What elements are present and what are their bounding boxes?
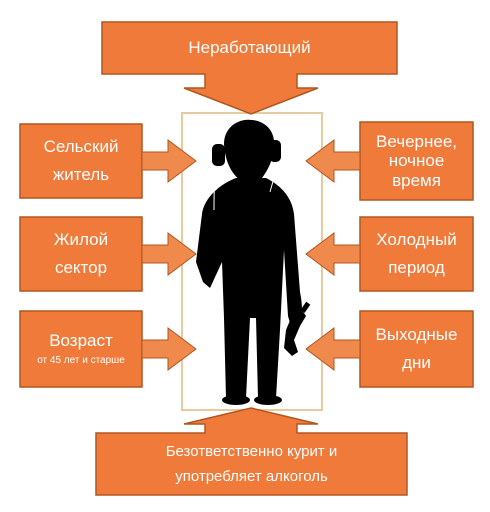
right-label-2-line-1: Холодный xyxy=(376,230,457,250)
right-label-1-line-3: время xyxy=(392,170,441,190)
person-silhouette xyxy=(196,119,311,405)
right-arrow-2 xyxy=(305,232,361,276)
left-label-2-line-1: Жилой xyxy=(53,230,109,250)
bottom-label: Безответственно курит и употребляет алко… xyxy=(96,433,407,495)
right-label-3-line-2: дни xyxy=(402,353,431,372)
bottom-label-line-2: употребляет алкоголь xyxy=(175,468,328,485)
left-arrow-1 xyxy=(141,139,197,183)
left-label-3-line-1: Возраст xyxy=(49,331,113,351)
left-arrow-2 xyxy=(141,232,197,276)
left-box-1 xyxy=(19,123,143,199)
right-box-2 xyxy=(359,216,474,292)
left-label-3: Возраст от 45 лет и старше xyxy=(20,311,142,387)
top-label-text: Неработающий xyxy=(188,38,311,58)
bottom-label-line-1: Безответственно курит и xyxy=(165,442,338,460)
left-label-1-line-1: Сельский xyxy=(43,137,119,157)
headphone-wire-right xyxy=(269,161,277,193)
right-label-3-line-1: Выходные xyxy=(375,325,458,345)
right-label-2: Холодный период xyxy=(360,217,473,291)
left-box-2 xyxy=(19,216,143,292)
left-arrow-3 xyxy=(141,327,197,371)
left-label-1-line-2: житель xyxy=(52,165,110,184)
right-label-1-line-1: Вечернее, xyxy=(375,131,457,151)
left-label-1: Сельский житель xyxy=(20,124,142,198)
top-label: Неработающий xyxy=(102,22,397,74)
right-label-2-line-2: период xyxy=(388,258,445,277)
top-callout-box xyxy=(101,21,398,115)
right-label-1: Вечернее, ночное время xyxy=(360,122,473,200)
headphone-wire xyxy=(213,165,217,211)
bottom-callout-box xyxy=(95,407,408,496)
right-arrow-1 xyxy=(305,139,361,183)
right-arrow-3 xyxy=(305,327,361,371)
right-box-1 xyxy=(359,121,474,201)
right-label-3: Выходные дни xyxy=(360,311,473,387)
left-label-2-line-2: сектор xyxy=(54,258,108,277)
right-label-1-line-2: ночное xyxy=(388,151,445,171)
left-label-2: Жилой сектор xyxy=(20,217,142,291)
left-label-3-note: от 45 лет и старше xyxy=(37,355,125,367)
